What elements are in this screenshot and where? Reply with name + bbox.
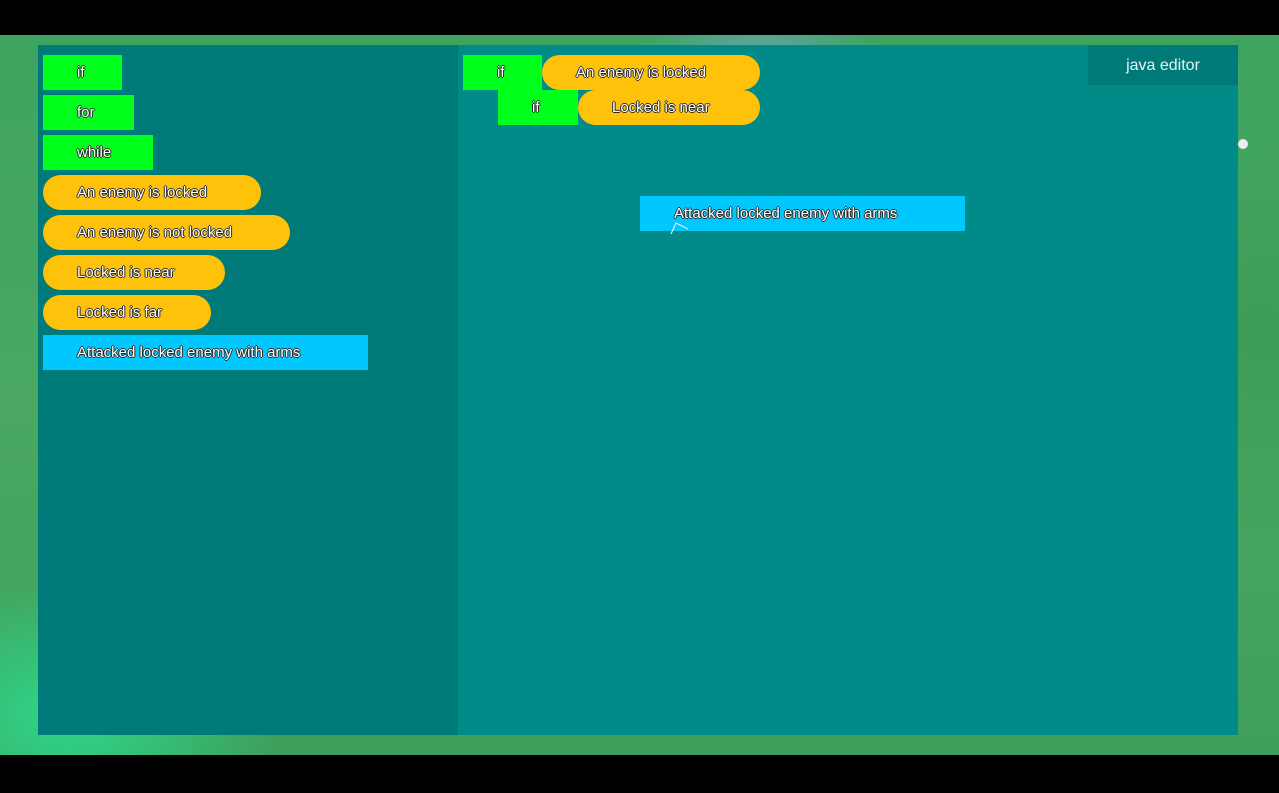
- workspace-block-locked-near[interactable]: Locked is near: [578, 90, 760, 125]
- letterbox-top: [0, 0, 1279, 35]
- code-workspace[interactable]: [458, 45, 1238, 735]
- workspace-block-attack-dragging[interactable]: Attacked locked enemy with arms: [640, 196, 965, 231]
- code-editor-panel: if for while An enemy is locked An enemy…: [38, 45, 1238, 735]
- palette-block-for[interactable]: for: [43, 95, 134, 130]
- palette-block-enemy-locked[interactable]: An enemy is locked: [43, 175, 261, 210]
- palette-block-locked-near[interactable]: Locked is near: [43, 255, 225, 290]
- workspace-block-enemy-locked[interactable]: An enemy is locked: [542, 55, 760, 90]
- workspace-block-if-inner[interactable]: if: [498, 90, 578, 125]
- palette-block-if[interactable]: if: [43, 55, 122, 90]
- letterbox-bottom: [0, 755, 1279, 793]
- background-dot: [1238, 139, 1248, 149]
- editor-title: java editor: [1088, 45, 1238, 85]
- palette-block-enemy-not-locked[interactable]: An enemy is not locked: [43, 215, 290, 250]
- block-palette: if for while An enemy is locked An enemy…: [38, 45, 458, 735]
- workspace-block-if-outer[interactable]: if: [463, 55, 542, 90]
- mouse-cursor-icon: [670, 222, 689, 235]
- palette-block-while[interactable]: while: [43, 135, 153, 170]
- palette-block-locked-far[interactable]: Locked is far: [43, 295, 211, 330]
- palette-block-attack[interactable]: Attacked locked enemy with arms: [43, 335, 368, 370]
